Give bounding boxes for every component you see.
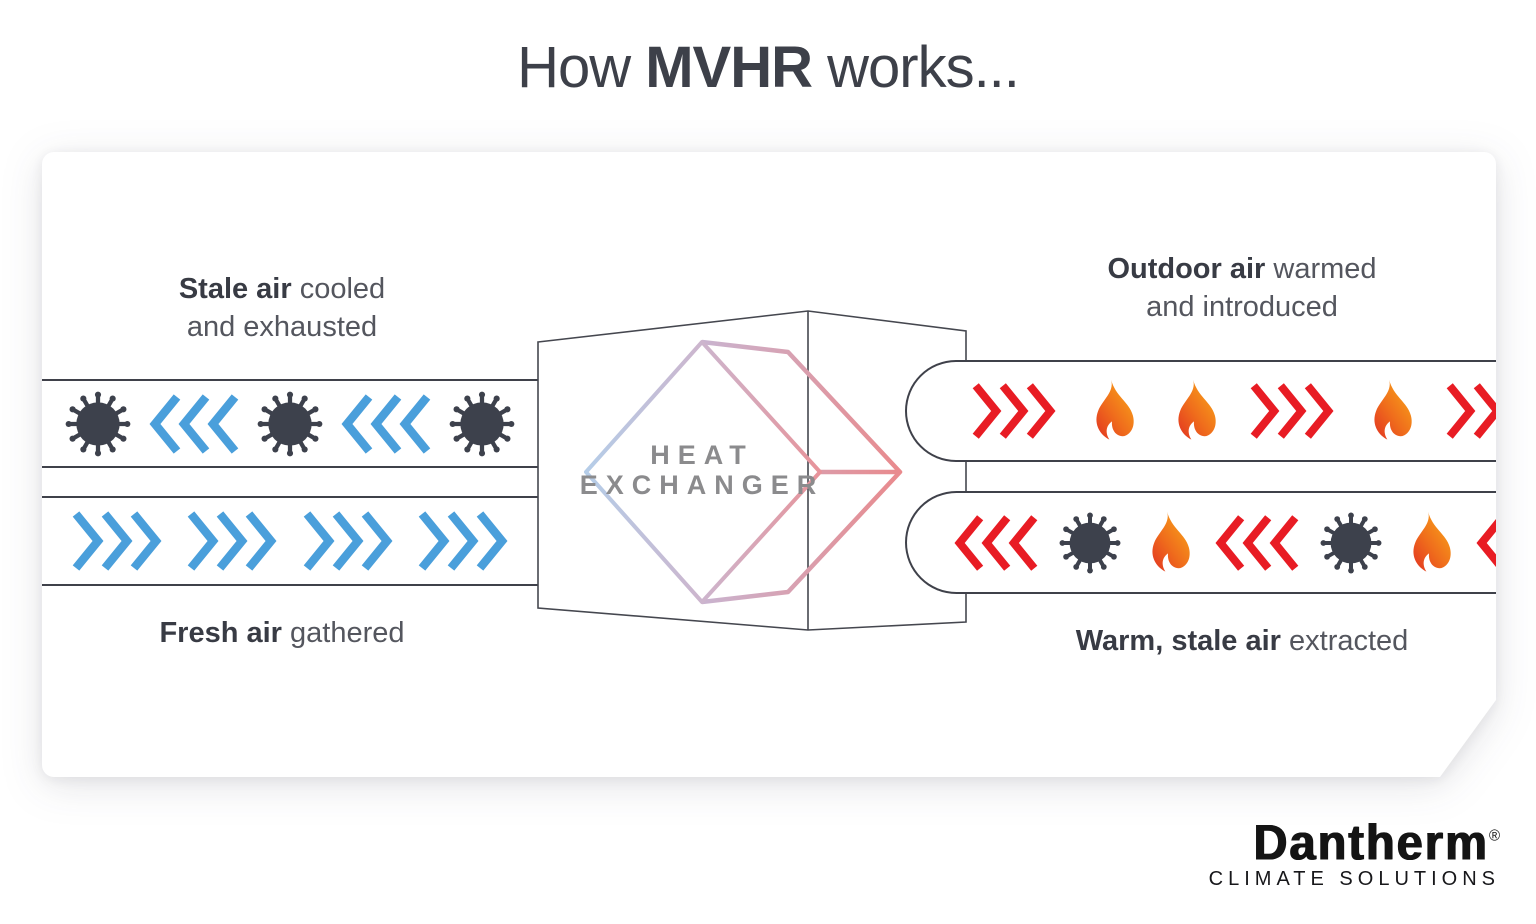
- fresh-air-label: Fresh air gathered: [82, 614, 482, 652]
- warm-stale-air-label: Warm, stale air extracted: [1042, 622, 1442, 660]
- chevron-group-icon: [340, 394, 432, 454]
- virus-icon: [64, 390, 132, 458]
- virus-icon: [1319, 511, 1383, 575]
- heat-exchanger-label-line1: HEAT: [650, 440, 754, 470]
- chevron-group-icon: [302, 511, 394, 571]
- chevron-group-icon: [417, 511, 509, 571]
- chevron-group-icon: [148, 394, 240, 454]
- heat-exchanger-label-line2: EXCHANGER: [580, 470, 825, 500]
- stale-air-label-line2: and exhausted: [186, 311, 378, 343]
- outdoor-air-label-regular: warmed: [1265, 253, 1377, 285]
- stale-air-label-bold: Stale air: [178, 273, 292, 305]
- heat-exchanger-diamond-front: [584, 340, 822, 604]
- outdoor-air-duct: [905, 360, 1496, 462]
- flame-icon: [1402, 510, 1456, 576]
- flame-icon: [1141, 510, 1195, 576]
- heat-exchanger-unit: HEAT EXCHANGER: [537, 310, 967, 631]
- virus-icon: [448, 390, 516, 458]
- fresh-air-label-bold: Fresh air: [159, 617, 282, 649]
- heat-exchanger-diamond-back: [701, 339, 903, 605]
- chevron-group-icon: [1249, 383, 1335, 439]
- flame-icon: [1363, 378, 1417, 444]
- chevron-group-icon: [186, 511, 278, 571]
- title-suffix: works...: [812, 35, 1020, 100]
- registered-trademark-symbol: ®: [1488, 826, 1500, 845]
- brand-logo: Dantherm® CLIMATE SOLUTIONS: [1209, 816, 1500, 891]
- infographic-card: Stale air cooled and exhausted Outdoor a…: [42, 152, 1496, 777]
- outdoor-air-label: Outdoor air warmed and introduced: [1042, 250, 1442, 326]
- chevron-group-icon: [71, 511, 163, 571]
- virus-icon: [1058, 511, 1122, 575]
- flame-icon: [1167, 378, 1221, 444]
- brand-name: Dantherm: [1253, 814, 1489, 871]
- outdoor-air-label-line2: and introduced: [1146, 291, 1338, 323]
- warm-stale-air-label-bold: Warm, stale air: [1075, 625, 1281, 657]
- chevron-group-icon: [1445, 383, 1496, 439]
- warm-stale-air-duct: [905, 491, 1496, 594]
- flame-icon: [1085, 378, 1139, 444]
- brand-tagline: CLIMATE SOLUTIONS: [1208, 868, 1500, 890]
- page-title: How MVHR works...: [0, 34, 1536, 101]
- brand-wordmark: Dantherm®: [1209, 813, 1500, 867]
- stale-air-label: Stale air cooled and exhausted: [82, 270, 482, 346]
- chevron-group-icon: [953, 515, 1039, 571]
- fresh-air-label-regular: gathered: [281, 617, 405, 649]
- chevron-group-icon: [971, 383, 1057, 439]
- stale-air-label-regular: cooled: [291, 273, 386, 305]
- fresh-air-duct: [42, 496, 538, 586]
- chevron-group-icon: [1475, 515, 1496, 571]
- infographic-card-shadow: Stale air cooled and exhausted Outdoor a…: [42, 152, 1496, 777]
- title-acronym: MVHR: [645, 35, 813, 100]
- title-prefix: How: [517, 35, 646, 100]
- stale-air-duct: [42, 379, 538, 468]
- outdoor-air-label-bold: Outdoor air: [1107, 253, 1266, 285]
- warm-stale-air-label-regular: extracted: [1280, 625, 1409, 657]
- virus-icon: [256, 390, 324, 458]
- chevron-group-icon: [1214, 515, 1300, 571]
